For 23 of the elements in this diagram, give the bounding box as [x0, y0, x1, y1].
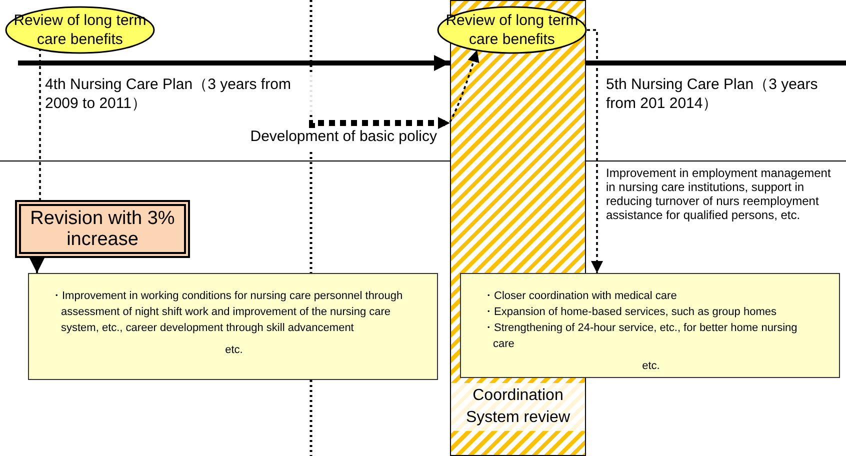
dotted-arrow [449, 50, 480, 122]
dotted-arrow [587, 29, 603, 273]
node-text: ・Closer coordination with medical care [483, 289, 678, 304]
node-text: ・Improvement in working conditions for nursing care personnel through assessment of night shift work and improvement of the nursing care system, etc., career development through skill advancement [51, 289, 404, 336]
node-text: Review of long term care benefits [444, 11, 580, 49]
node-text: ・Strengthening of 24-hour service, etc., for better home nursing care [483, 321, 798, 352]
note-box [460, 273, 840, 378]
callout-box [15, 200, 190, 258]
node-text: Revision with 3% increase [29, 208, 176, 250]
oval-callout [5, 6, 155, 54]
node-text: etc. [642, 359, 660, 374]
node-text: ・Expansion of home-based services, such as group homes [483, 305, 778, 320]
node-text: etc. [225, 343, 243, 358]
plan-label: 4th Nursing Care Plan（3 years from 2009 to 2011） [45, 75, 315, 113]
dotted-arrow [309, 117, 450, 129]
node-text: Development of basic policy [249, 128, 437, 145]
dotted-line [586, 60, 846, 66]
note-box [28, 273, 438, 380]
callout-pointer [29, 257, 45, 273]
node-text: Review of long term care benefits [12, 11, 148, 49]
dotted-line [39, 48, 41, 200]
node-text: Coordination System review [451, 383, 585, 431]
timeline-arrow [18, 55, 450, 71]
